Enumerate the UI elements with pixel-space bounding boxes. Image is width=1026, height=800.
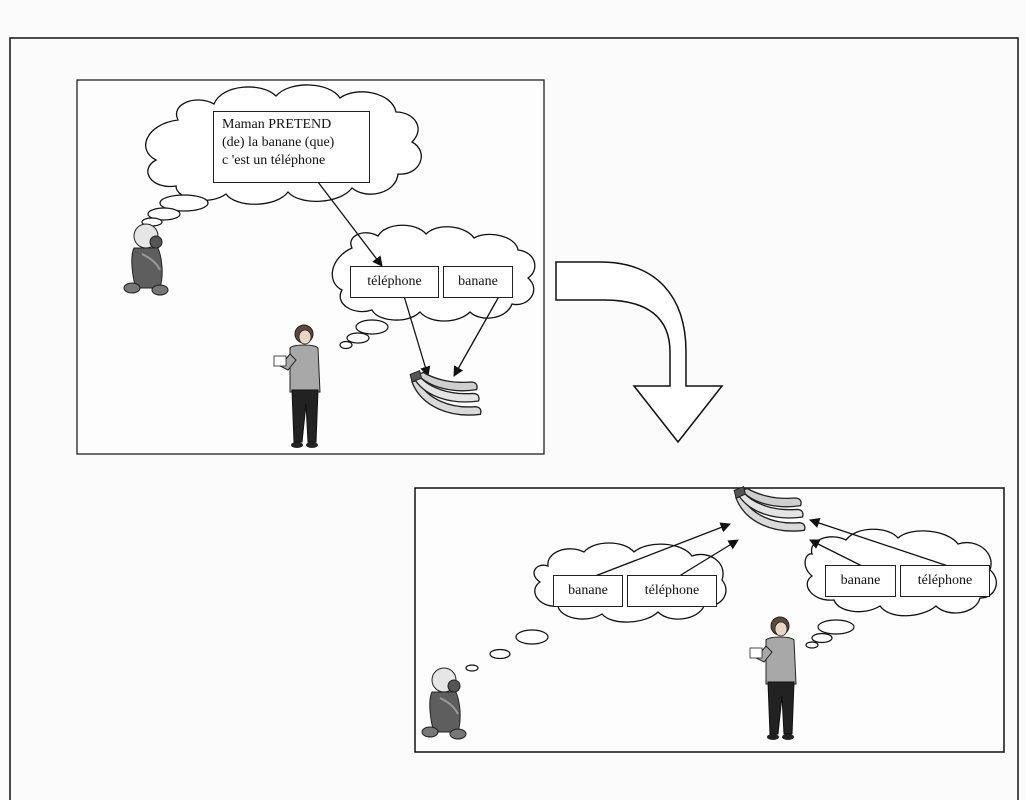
label-banane-mother-bottom: banane	[825, 565, 896, 597]
thought-bubble	[147, 207, 181, 221]
arrow-mother-telephone	[809, 518, 949, 567]
arrow-child-banane	[589, 522, 731, 579]
thought-bubble	[465, 664, 479, 672]
thought-bubble	[811, 632, 833, 644]
thought-bubble	[346, 332, 370, 344]
belief-line-1: Maman PRETEND	[222, 117, 332, 132]
label-banane-child-bottom: banane	[553, 575, 623, 607]
thought-bubble	[817, 619, 855, 635]
label-telephone-mother-bottom: téléphone	[900, 565, 990, 597]
arrow-telephone-to-banana	[403, 295, 431, 377]
outer-frame	[9, 37, 1019, 800]
belief-line-2: (de) la banane (que)	[222, 135, 335, 150]
thought-bubble	[515, 629, 549, 645]
belief-line-3: c 'est un téléphone	[222, 153, 326, 168]
arrow-banana-label-to-banana	[453, 283, 507, 377]
arrow-belief-to-telephone	[317, 181, 383, 267]
thought-bubble	[339, 340, 353, 350]
transition-arrow	[555, 261, 724, 444]
belief-text-box: Maman PRETEND (de) la banane (que) c 'es…	[213, 111, 370, 183]
label-telephone-child-bottom: téléphone	[627, 575, 717, 607]
thought-bubble	[355, 319, 389, 335]
bottom-scene-frame	[414, 487, 1005, 753]
label-banane-top: banane	[443, 266, 513, 298]
thought-bubble	[805, 641, 819, 649]
arrow-child-telephone	[675, 539, 739, 579]
thought-bubble	[159, 194, 209, 212]
label-telephone-top: téléphone	[350, 266, 439, 298]
thought-bubble	[489, 648, 511, 660]
arrow-mother-banane	[809, 539, 863, 567]
